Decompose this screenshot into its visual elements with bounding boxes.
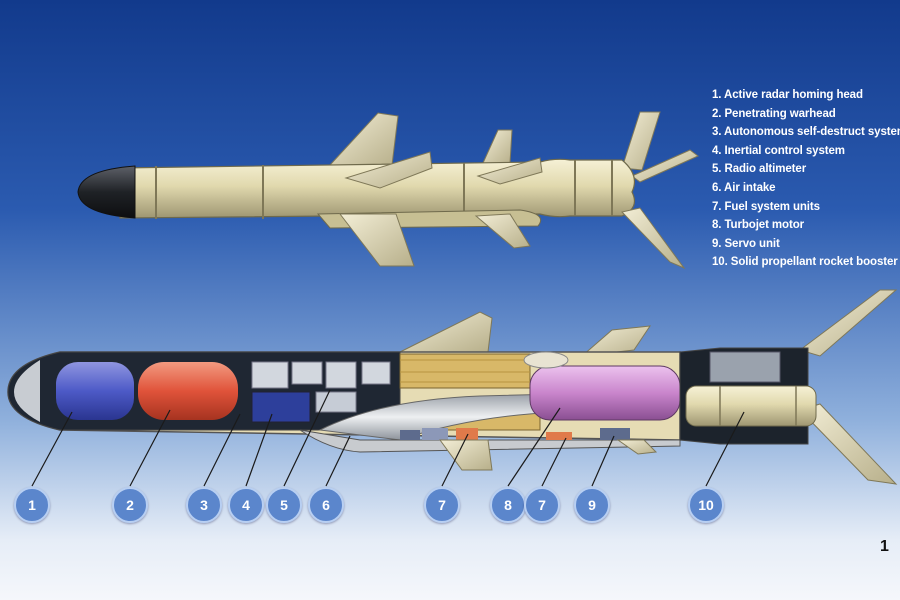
legend-item: 4. Inertial control system xyxy=(712,144,845,157)
legend-item: 6. Air intake xyxy=(712,181,776,194)
legend-item: 8. Turbojet motor xyxy=(712,219,805,232)
figure-number: 1 xyxy=(880,538,889,555)
callout-2: 2 xyxy=(112,487,148,523)
callout-5: 5 xyxy=(266,487,302,523)
parts-legend: 1. Active radar homing head 2. Penetrati… xyxy=(712,86,900,272)
legend-item: 2. Penetrating warhead xyxy=(712,107,836,120)
callout-9: 9 xyxy=(574,487,610,523)
legend-item: 5. Radio altimeter xyxy=(712,163,807,176)
callout-leaders xyxy=(31,389,745,487)
callout-7-second: 7 xyxy=(524,487,560,523)
callout-1: 1 xyxy=(14,487,50,523)
legend-item: 10. Solid propellant rocket booster xyxy=(712,256,898,269)
callout-6: 6 xyxy=(308,487,344,523)
missile-cutaway-view xyxy=(7,289,898,485)
callout-3: 3 xyxy=(186,487,222,523)
legend-item: 9. Servo unit xyxy=(712,237,780,250)
missile-exterior-view xyxy=(77,111,699,270)
legend-item: 3. Autonomous self-destruct system xyxy=(712,126,900,139)
legend-item: 1. Active radar homing head xyxy=(712,89,863,101)
callout-10: 10 xyxy=(688,487,724,523)
callout-4: 4 xyxy=(228,487,264,523)
legend-item: 7. Fuel system units xyxy=(712,200,820,213)
callout-8: 8 xyxy=(490,487,526,523)
callout-7: 7 xyxy=(424,487,460,523)
